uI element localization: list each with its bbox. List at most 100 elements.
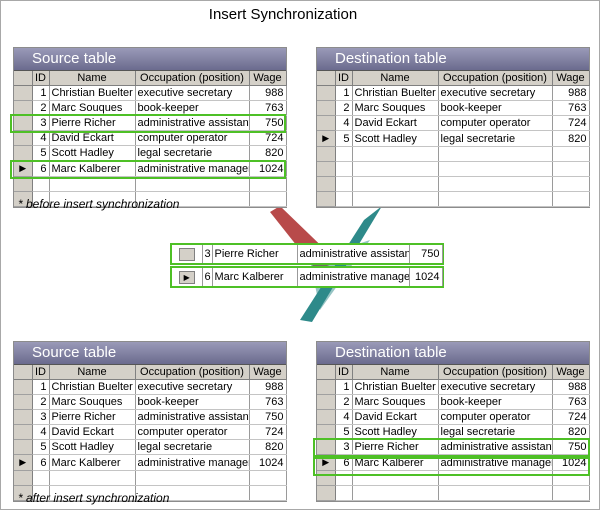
- cell-name[interactable]: [49, 485, 136, 501]
- cell-wage[interactable]: 750: [249, 409, 287, 425]
- table-row[interactable]: [14, 470, 287, 486]
- cell-name[interactable]: Scott Hadley: [352, 130, 439, 147]
- cell-id[interactable]: [335, 485, 353, 501]
- row-header[interactable]: [317, 161, 336, 177]
- cell-occupation[interactable]: book-keeper: [135, 100, 250, 116]
- cell-occupation[interactable]: computer operator: [135, 424, 250, 440]
- cell-occupation[interactable]: [438, 176, 553, 192]
- cell-name[interactable]: David Eckart: [352, 409, 439, 425]
- cell-wage[interactable]: [249, 470, 287, 486]
- cell-occupation[interactable]: [135, 470, 250, 486]
- cell-wage[interactable]: [249, 191, 287, 207]
- cell-occupation[interactable]: computer operator: [135, 130, 250, 146]
- cell-wage[interactable]: [552, 485, 590, 501]
- row-header[interactable]: [14, 439, 33, 455]
- cell-name[interactable]: David Eckart: [49, 424, 136, 440]
- table-row[interactable]: [14, 191, 287, 207]
- cell-id[interactable]: 4: [32, 130, 50, 146]
- row-header[interactable]: [14, 409, 33, 425]
- table-row[interactable]: [317, 176, 590, 192]
- cell-name[interactable]: Scott Hadley: [49, 145, 136, 161]
- cell-name[interactable]: Christian Buelter: [352, 85, 439, 101]
- cell-id[interactable]: [335, 176, 353, 192]
- row-header[interactable]: [14, 191, 33, 207]
- cell-wage[interactable]: [552, 146, 590, 162]
- cell-wage[interactable]: [552, 191, 590, 207]
- cell-name[interactable]: [352, 146, 439, 162]
- cell-id[interactable]: 1: [32, 379, 50, 395]
- column-header[interactable]: ID: [32, 71, 50, 86]
- row-header[interactable]: [14, 130, 33, 146]
- row-header[interactable]: [317, 379, 336, 395]
- cell-occupation[interactable]: administrative assistant: [135, 115, 250, 131]
- cell-name[interactable]: [49, 470, 136, 486]
- cell-name[interactable]: [49, 176, 136, 192]
- cell-name[interactable]: Marc Souques: [49, 394, 136, 410]
- column-header[interactable]: Occupation (position): [135, 365, 250, 380]
- cell-wage[interactable]: 763: [552, 394, 590, 410]
- row-header[interactable]: ▶: [317, 130, 336, 147]
- cell-wage[interactable]: 724: [249, 130, 287, 146]
- cell-wage[interactable]: 724: [249, 424, 287, 440]
- column-header[interactable]: Wage: [552, 365, 590, 380]
- row-header[interactable]: [14, 379, 33, 395]
- cell-name[interactable]: Pierre Richer: [49, 115, 136, 131]
- row-header[interactable]: [14, 470, 33, 486]
- cell-occupation[interactable]: [438, 146, 553, 162]
- column-header[interactable]: Name: [352, 365, 439, 380]
- cell-occupation[interactable]: administrative manager: [135, 454, 250, 471]
- column-header[interactable]: Occupation (position): [438, 365, 553, 380]
- column-header[interactable]: Wage: [249, 365, 287, 380]
- row-header[interactable]: [14, 485, 33, 501]
- cell-occupation[interactable]: administrative assistant: [438, 439, 553, 455]
- row-header[interactable]: [14, 85, 33, 101]
- cell-id[interactable]: 4: [335, 409, 353, 425]
- cell-id[interactable]: [335, 146, 353, 162]
- cell-id[interactable]: 3: [335, 439, 353, 455]
- cell-occupation[interactable]: [135, 176, 250, 192]
- column-header[interactable]: Occupation (position): [438, 71, 553, 86]
- cell-occupation[interactable]: administrative assistant: [135, 409, 250, 425]
- cell-occupation[interactable]: legal secretarie: [135, 439, 250, 455]
- cell-id[interactable]: [32, 485, 50, 501]
- cell-name[interactable]: Pierre Richer: [49, 409, 136, 425]
- cell-wage[interactable]: 750: [249, 115, 287, 131]
- cell-wage[interactable]: 988: [249, 85, 287, 101]
- cell-name[interactable]: Pierre Richer: [352, 439, 439, 455]
- cell-id[interactable]: [32, 191, 50, 207]
- cell-wage[interactable]: 988: [249, 379, 287, 395]
- cell-name[interactable]: Scott Hadley: [49, 439, 136, 455]
- table-row[interactable]: [14, 176, 287, 192]
- table-row[interactable]: [317, 146, 590, 162]
- cell-occupation[interactable]: executive secretary: [135, 379, 250, 395]
- cell-occupation[interactable]: legal secretarie: [438, 130, 553, 147]
- cell-wage[interactable]: [249, 485, 287, 501]
- row-header[interactable]: [317, 176, 336, 192]
- row-header[interactable]: [317, 191, 336, 207]
- cell-wage[interactable]: 820: [249, 145, 287, 161]
- cell-id[interactable]: 2: [335, 394, 353, 410]
- row-header[interactable]: [14, 145, 33, 161]
- cell-name[interactable]: Christian Buelter: [352, 379, 439, 395]
- cell-wage[interactable]: 988: [552, 379, 590, 395]
- cell-name[interactable]: [352, 176, 439, 192]
- cell-occupation[interactable]: computer operator: [438, 115, 553, 131]
- cell-name[interactable]: Christian Buelter: [49, 379, 136, 395]
- cell-wage[interactable]: 724: [552, 115, 590, 131]
- cell-name[interactable]: Christian Buelter: [49, 85, 136, 101]
- cell-wage[interactable]: [552, 161, 590, 177]
- cell-wage[interactable]: [552, 176, 590, 192]
- table-row[interactable]: [317, 485, 590, 501]
